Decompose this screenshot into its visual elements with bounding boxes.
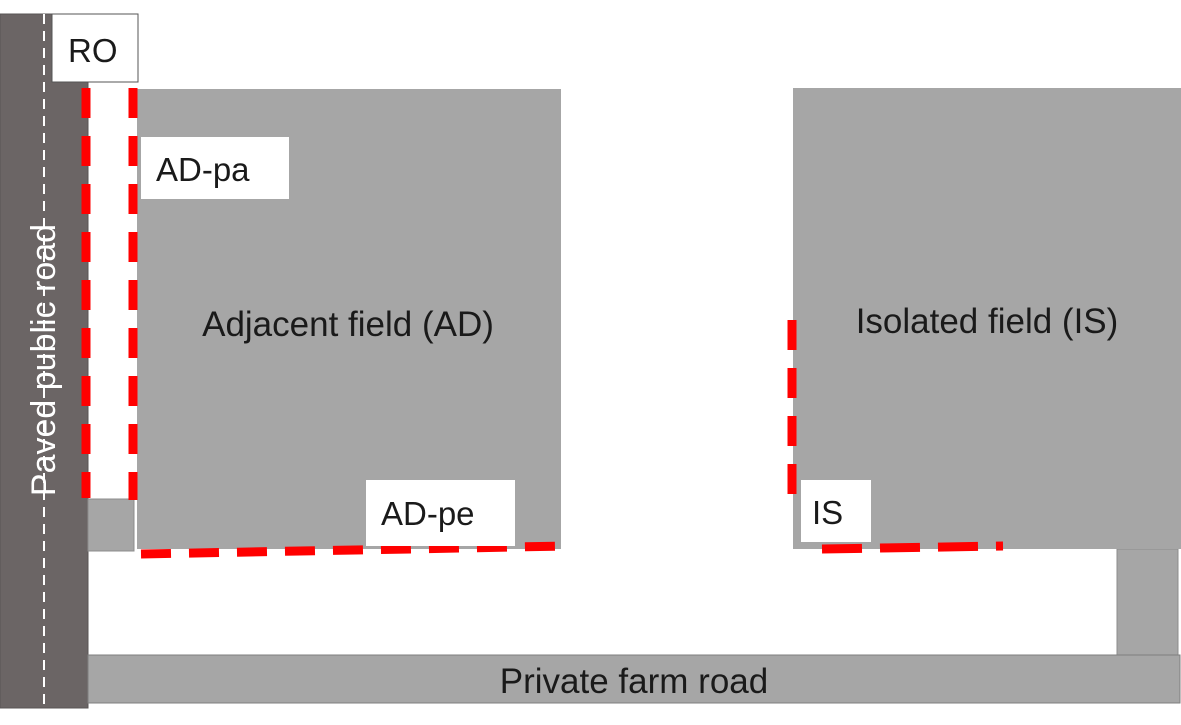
adjacent-field-label: Adjacent field (AD) bbox=[202, 305, 494, 344]
isolated-field bbox=[793, 88, 1181, 549]
farm-road-label: Private farm road bbox=[500, 662, 768, 701]
ad-pe-sampling-edge bbox=[140, 541, 569, 559]
is-label-box bbox=[801, 480, 871, 542]
ad-pa-label-box bbox=[141, 137, 289, 199]
private-farm-road bbox=[87, 654, 1181, 704]
ro-label-box bbox=[51, 13, 139, 83]
ad-pa-label: AD-pa bbox=[156, 151, 250, 188]
isolated-field-label: Isolated field (IS) bbox=[856, 302, 1119, 341]
public-road-label: Paved public road bbox=[25, 224, 63, 496]
roadside-gate-block bbox=[87, 498, 135, 552]
ad-pe-label-box bbox=[366, 480, 515, 546]
sampling-edges bbox=[81, 88, 1004, 559]
is-edge-label: IS bbox=[812, 494, 843, 531]
ro-label: RO bbox=[68, 32, 118, 69]
ad-pe-label: AD-pe bbox=[381, 495, 475, 532]
farm-road-connector bbox=[1116, 548, 1179, 656]
is-horizontal-sampling-edge bbox=[821, 541, 1004, 554]
